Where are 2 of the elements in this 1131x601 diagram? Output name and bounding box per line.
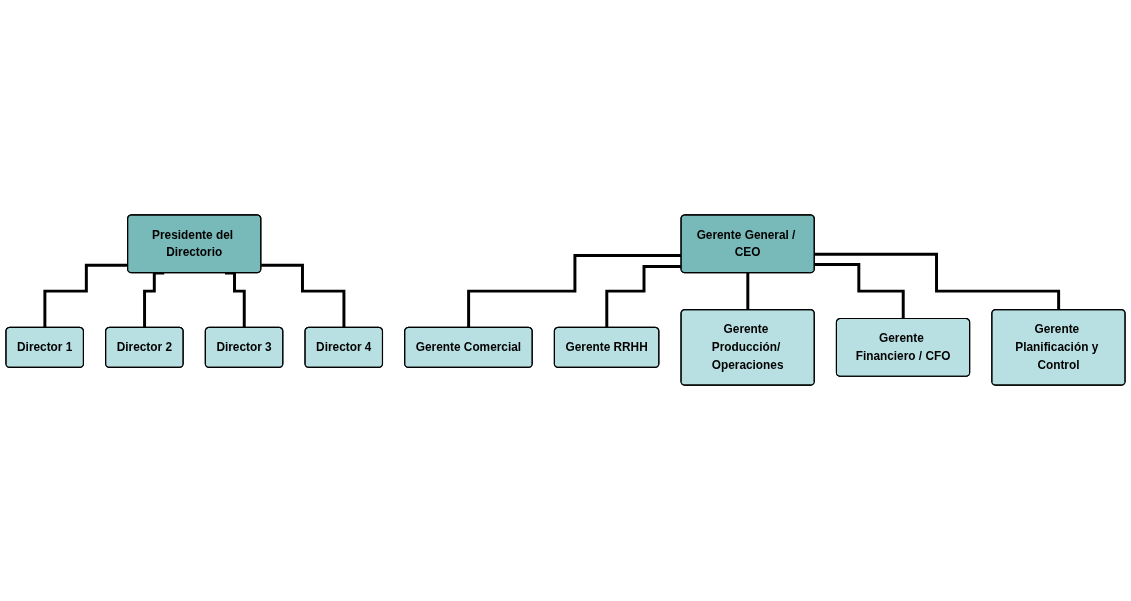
connector (746, 272, 750, 312)
connector (814, 253, 1061, 312)
